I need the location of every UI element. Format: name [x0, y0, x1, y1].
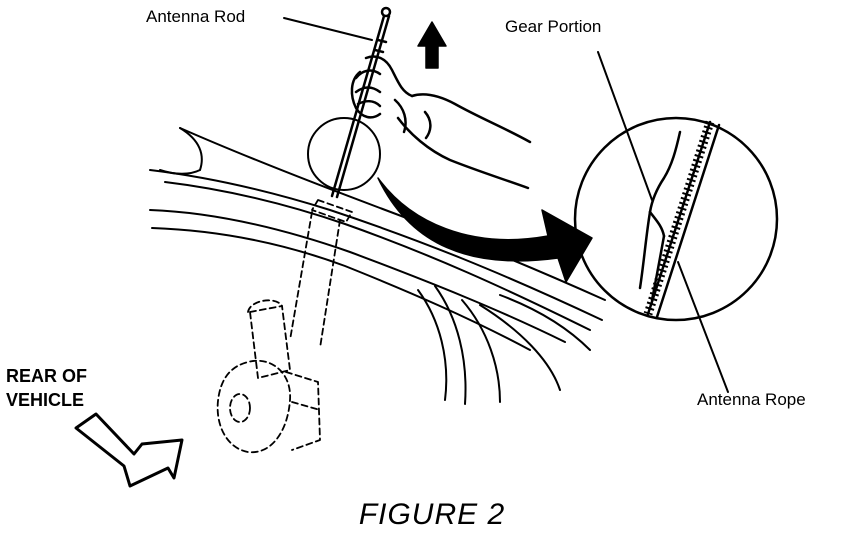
gear-portion-detail — [638, 130, 682, 302]
antenna-rod — [330, 6, 392, 199]
detail-magnified-circle — [573, 116, 779, 322]
antenna-rod-leader — [283, 17, 373, 41]
antenna-motor-assembly — [216, 199, 353, 453]
gear-portion-label: Gear Portion — [505, 17, 602, 36]
vehicle-body-lines — [149, 127, 606, 405]
gear-portion-leader — [597, 51, 653, 201]
curved-arrow-icon — [377, 177, 593, 283]
antenna-rope-leader — [677, 261, 729, 393]
rear-of-vehicle-label: REAR OF VEHICLE — [6, 366, 87, 410]
detail-source-circle — [307, 117, 381, 191]
antenna-rod-label: Antenna Rod — [146, 7, 246, 26]
figure-caption: FIGURE 2 — [358, 498, 506, 531]
antenna-rope-label: Antenna Rope — [697, 390, 806, 409]
outline-arrow-icon — [74, 412, 184, 488]
hand — [350, 55, 532, 190]
antenna-rope-detail — [643, 120, 721, 319]
up-arrow-icon — [417, 21, 447, 69]
